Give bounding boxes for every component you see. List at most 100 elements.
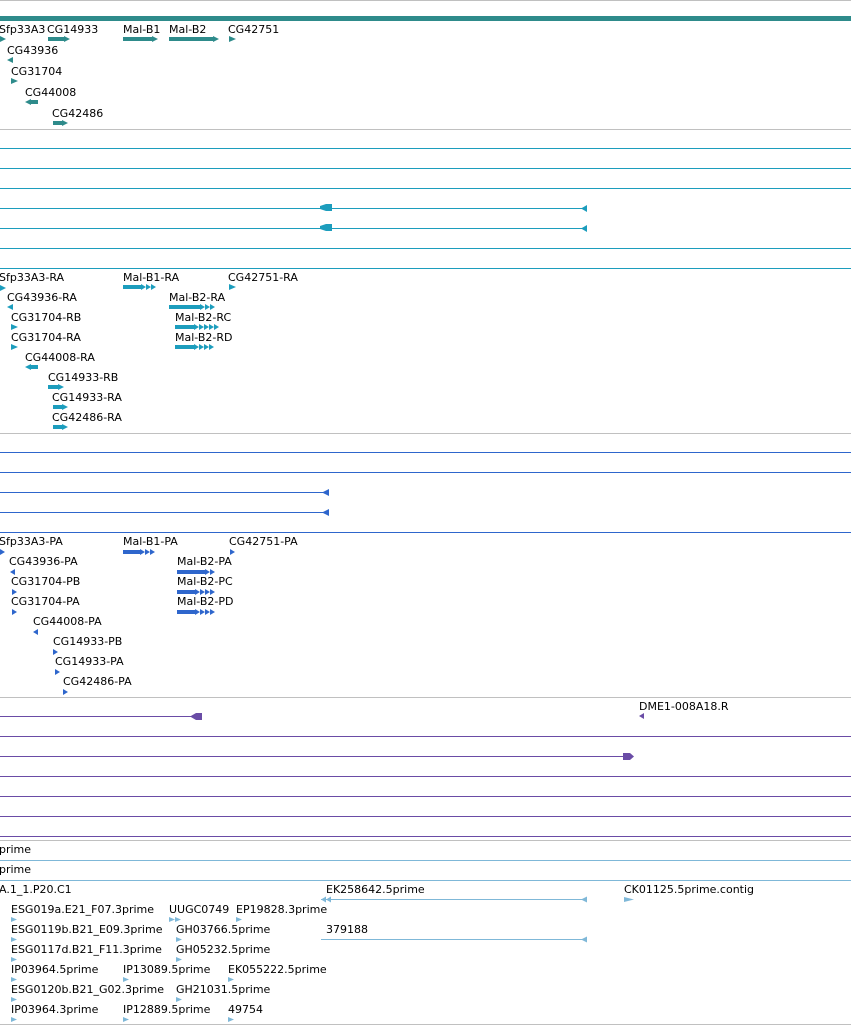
- transcript-glyph: [11, 324, 18, 330]
- transcript-feature[interactable]: CG31704-RB: [11, 311, 81, 330]
- transcript-feature[interactable]: CG14933-RB: [48, 371, 118, 390]
- protein-glyph: [177, 609, 200, 615]
- est-feature[interactable]: UUGC0749: [169, 903, 229, 922]
- est-feature[interactable]: IP12889.5prime: [123, 1003, 211, 1022]
- gene-label: Mal-B1: [123, 23, 160, 36]
- est-feature[interactable]: ESG0117d.B21_F11.3prime: [11, 943, 162, 962]
- transcript-feature[interactable]: CG43936-RA: [7, 291, 77, 310]
- transcript-feature[interactable]: Mal-B1-RA: [123, 271, 180, 290]
- est-feature[interactable]: ESG0120b.B21_G02.3prime: [11, 983, 164, 1002]
- est-glyph: [123, 1017, 129, 1022]
- est-feature[interactable]: 379188: [321, 923, 587, 943]
- gene-feature[interactable]: Sfp33A3: [0, 23, 45, 42]
- gene-glyph: [229, 36, 236, 42]
- transcript-feature[interactable]: Sfp33A3-RA: [0, 271, 65, 291]
- transcript-label: CG42751-RA: [228, 271, 298, 284]
- transcript-feature[interactable]: Mal-B2-RD: [175, 331, 233, 350]
- transcript-feature[interactable]: CG42486-RA: [52, 411, 122, 430]
- est-label: GH03766.5prime: [176, 923, 271, 936]
- transcript-label: CG14933-RA: [52, 391, 122, 404]
- transcript-feature[interactable]: Mal-B2-RC: [175, 311, 231, 330]
- est-feature[interactable]: A.1_1.P20.C1: [0, 883, 72, 896]
- est-feature[interactable]: 49754: [228, 1003, 263, 1022]
- transcript-label: Mal-B2-RC: [175, 311, 231, 324]
- est-feature[interactable]: ESG0119b.B21_E09.3prime: [11, 923, 163, 942]
- contig-block[interactable]: [190, 713, 202, 720]
- protein-feature[interactable]: CG14933-PB: [53, 635, 122, 655]
- transcript-glyph: [48, 384, 64, 390]
- est-label: GH05232.5prime: [176, 943, 271, 956]
- est-feature[interactable]: GH03766.5prime: [176, 923, 271, 942]
- transcript-label: Mal-B1-RA: [123, 271, 180, 284]
- protein-feature[interactable]: CG31704-PA: [11, 595, 80, 615]
- est-glyph: [228, 977, 234, 982]
- protein-feature[interactable]: Sfp33A3-PA: [0, 535, 63, 555]
- est-feature[interactable]: prime: [0, 863, 31, 876]
- est-contig-track: DME1-008A18.R: [0, 700, 851, 837]
- gene-feature[interactable]: CG14933: [47, 23, 98, 42]
- transcript-feature[interactable]: CG44008-RA: [25, 351, 95, 370]
- gene-feature[interactable]: CG42751: [228, 23, 279, 42]
- est-feature[interactable]: EP19828.3prime: [236, 903, 327, 922]
- est-glyph: [581, 936, 587, 943]
- protein-feature[interactable]: Mal-B2-PC: [177, 575, 233, 595]
- transcript-label: CG31704-RB: [11, 311, 81, 324]
- contig-block[interactable]: [623, 753, 634, 760]
- protein-feature[interactable]: CG42486-PA: [63, 675, 132, 695]
- est-feature[interactable]: prime: [0, 843, 31, 856]
- transcript-glyph: [146, 284, 156, 290]
- region-highlight-bar: [0, 16, 851, 21]
- protein-glyph: [177, 569, 210, 575]
- gene-label: CG42751: [228, 23, 279, 36]
- gene-feature[interactable]: CG44008: [25, 86, 76, 105]
- protein-feature[interactable]: CG43936-PA: [9, 555, 78, 575]
- protein-feature[interactable]: CG42751-PA: [229, 535, 298, 555]
- gene-label: CG42486: [52, 107, 103, 120]
- transcript-feature[interactable]: Mal-B2-RA: [169, 291, 226, 310]
- protein-feature[interactable]: Mal-B2-PA: [177, 555, 232, 575]
- est-label: prime: [0, 863, 31, 876]
- strand-arrow: [581, 225, 587, 232]
- protein-feature[interactable]: CG44008-PA: [33, 615, 102, 635]
- protein-feature[interactable]: CG14933-PA: [55, 655, 124, 675]
- transcript-feature[interactable]: CG42751-RA: [228, 271, 298, 290]
- gene-feature[interactable]: CG31704: [11, 65, 62, 84]
- est-glyph: [169, 917, 181, 922]
- est-glyph: [11, 957, 17, 962]
- gene-label: Sfp33A3: [0, 23, 45, 36]
- gene-glyph: [11, 78, 18, 84]
- protein-label: Mal-B2-PC: [177, 575, 233, 588]
- est-feature[interactable]: GH21031.5prime: [176, 983, 271, 1002]
- gene-feature[interactable]: CG43936: [7, 44, 58, 63]
- protein-glyph: [12, 589, 17, 595]
- transcript-feature[interactable]: CG14933-RA: [52, 391, 122, 410]
- gene-label: CG14933: [47, 23, 98, 36]
- gene-glyph: [169, 36, 219, 42]
- protein-feature[interactable]: Mal-B1-PA: [123, 535, 178, 555]
- protein-label: CG31704-PA: [11, 595, 80, 608]
- gene-feature[interactable]: CG42486: [52, 107, 103, 126]
- gene-feature[interactable]: Mal-B1: [123, 23, 160, 42]
- est-contig-feature[interactable]: DME1-008A18.R: [639, 700, 729, 719]
- strand-arrow: [322, 509, 329, 516]
- transcript-feature[interactable]: CG31704-RA: [11, 331, 81, 350]
- est-feature[interactable]: GH05232.5prime: [176, 943, 271, 962]
- protein-feature[interactable]: CG31704-PB: [11, 575, 80, 595]
- est-feature[interactable]: IP03964.5prime: [11, 963, 99, 982]
- transcript-glyph: [199, 344, 214, 350]
- est-label: ESG019a.E21_F07.3prime: [11, 903, 154, 916]
- est-feature[interactable]: IP03964.3prime: [11, 1003, 99, 1022]
- est-feature[interactable]: ESG019a.E21_F07.3prime: [11, 903, 154, 922]
- protein-feature[interactable]: Mal-B2-PD: [177, 595, 233, 615]
- est-glyph: [581, 896, 587, 903]
- gene-glyph: [7, 57, 13, 63]
- gene-feature[interactable]: Mal-B2: [169, 23, 219, 42]
- est-feature[interactable]: IP13089.5prime: [123, 963, 211, 982]
- est-feature[interactable]: CK01125.5prime.contig: [624, 883, 754, 902]
- est-label: UUGC0749: [169, 903, 229, 916]
- est-label: 379188: [326, 923, 368, 936]
- est-feature[interactable]: EK055222.5prime: [228, 963, 327, 982]
- est-feature[interactable]: EK258642.5prime: [321, 883, 587, 903]
